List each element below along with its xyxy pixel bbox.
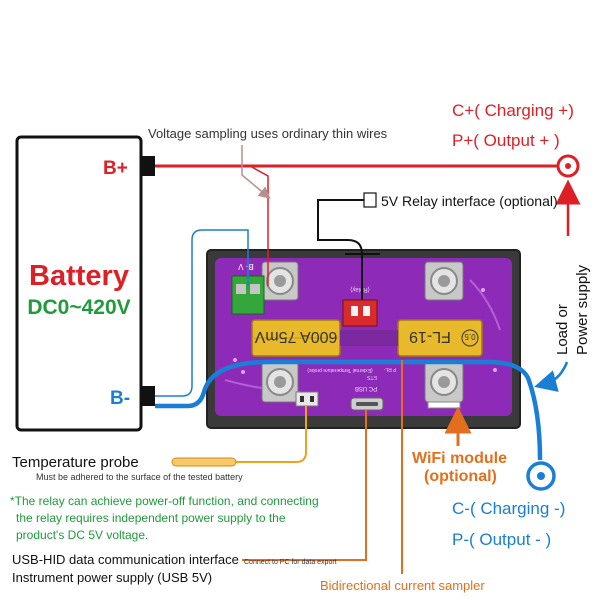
load-label-line2: Power supply <box>574 264 591 355</box>
battery-neg-label: B- <box>110 388 130 409</box>
temperature-probe-note: Must be adhered to the surface of the te… <box>36 472 243 482</box>
usb-power-label: Instrument power supply (USB 5V) <box>12 570 212 585</box>
relay-interface-label: 5V Relay interface (optional) <box>381 193 558 209</box>
current-sampler-label: Bidirectional current sampler <box>320 578 485 593</box>
battery-neg-post <box>141 386 155 406</box>
wifi-module-label: WiFi module <box>412 450 507 467</box>
output-positive-label: P+( Output + ) <box>452 131 560 150</box>
shunt-right-badge: 0.5 <box>464 332 476 341</box>
relay-note-line2: the relay requires independent power sup… <box>16 511 286 525</box>
usb-port <box>350 397 384 411</box>
usb-cable <box>242 410 367 561</box>
relay-plug-icon <box>363 192 377 208</box>
charging-positive-label: C+( Charging +) <box>452 101 574 120</box>
temperature-probe-sensor <box>171 457 237 467</box>
usb-pc-export-note: Connect to PC for data export <box>244 559 337 566</box>
relay-note-line1: *The relay can achieve power-off functio… <box>10 494 319 508</box>
relay-wire <box>317 199 370 300</box>
wifi-slot <box>427 401 461 409</box>
load-down-arrow <box>534 361 569 392</box>
shunt-left-label: 600A 75mV <box>254 328 337 345</box>
wifi-optional-label: (optional) <box>424 468 497 485</box>
output-negative-label: P-( Output - ) <box>452 530 551 549</box>
battery-title: Battery <box>29 260 129 292</box>
shunt-right: FL-19 0.5 <box>397 319 483 357</box>
usb-hid-label: USB-HID data communication interface <box>12 552 239 567</box>
relay-note-line3: product's DC 5V voltage. <box>16 528 148 542</box>
negative-main-wire <box>155 359 543 461</box>
temperature-port <box>295 391 319 407</box>
relay-connector <box>342 299 378 327</box>
battery-pos-label: B+ <box>103 158 128 179</box>
left-shunt-bolt <box>261 261 299 403</box>
prl-silk-label: P RL- <box>383 366 396 372</box>
battery: Battery DC0~420V B+ B- <box>15 135 155 432</box>
voltage-sense-neg-wire <box>155 229 249 397</box>
ets-silk-label: ETS <box>366 374 376 380</box>
shunt-right-label: FL-19 <box>409 328 451 345</box>
load-label: Load or Power supply <box>554 264 591 355</box>
shunt-left: 600A 75mV <box>251 319 341 357</box>
usb-silk-label: PC USB <box>355 385 377 391</box>
temperature-probe-title: Temperature probe <box>12 454 139 471</box>
temp-silk-label: (External Temperature probe) <box>307 367 373 373</box>
battery-pos-post <box>141 156 155 176</box>
relay-silk-label: (Relay) <box>350 286 369 292</box>
charging-negative-label: C-( Charging -) <box>452 499 565 518</box>
voltage-sampling-note: Voltage sampling uses ordinary thin wire… <box>148 126 388 141</box>
meter-module: 600A 75mV FL-19 0.5 (Relay) B- V <box>206 249 521 429</box>
voltage-sampling-arrow <box>241 145 271 199</box>
right-shunt-bolt <box>424 261 464 403</box>
temperature-probe-wire <box>236 406 307 463</box>
bv-silk-label: B- V <box>238 262 254 271</box>
load-label-line1: Load or <box>554 304 571 355</box>
battery-voltage-range: DC0~420V <box>27 296 130 319</box>
voltage-sense-pos-wire <box>249 165 269 286</box>
